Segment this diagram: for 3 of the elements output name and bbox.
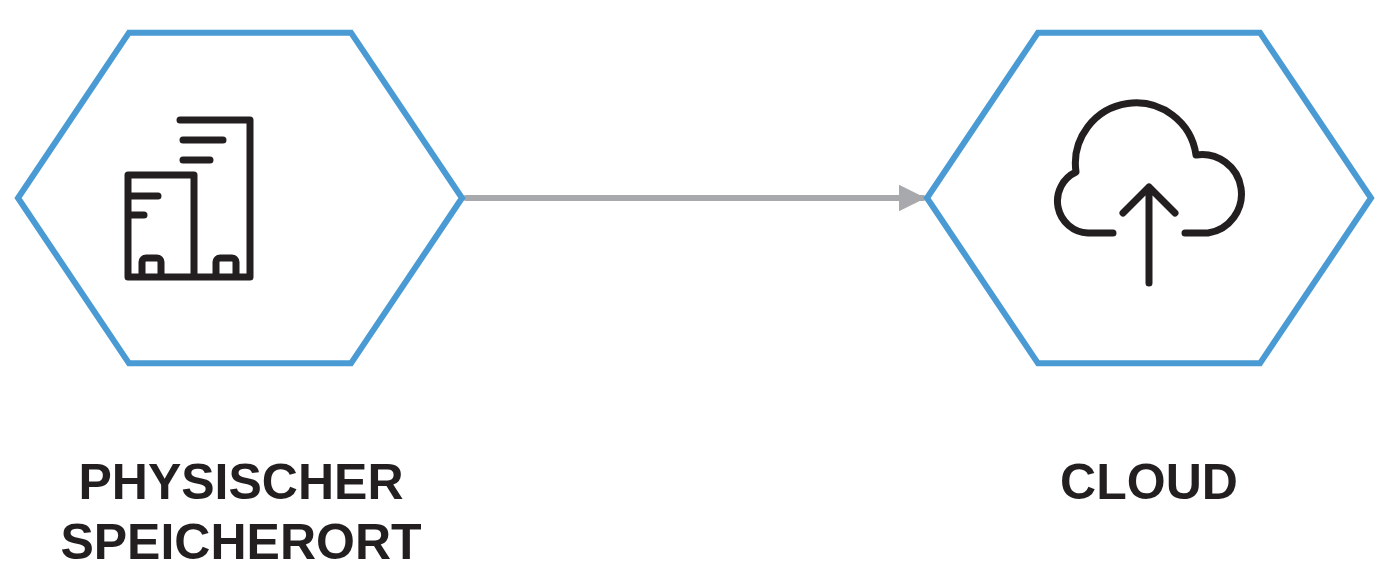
arrow [463,184,926,212]
node-label: CLOUD [1059,453,1239,512]
node-label: PHYSISCHER SPEICHERORT [59,453,423,572]
